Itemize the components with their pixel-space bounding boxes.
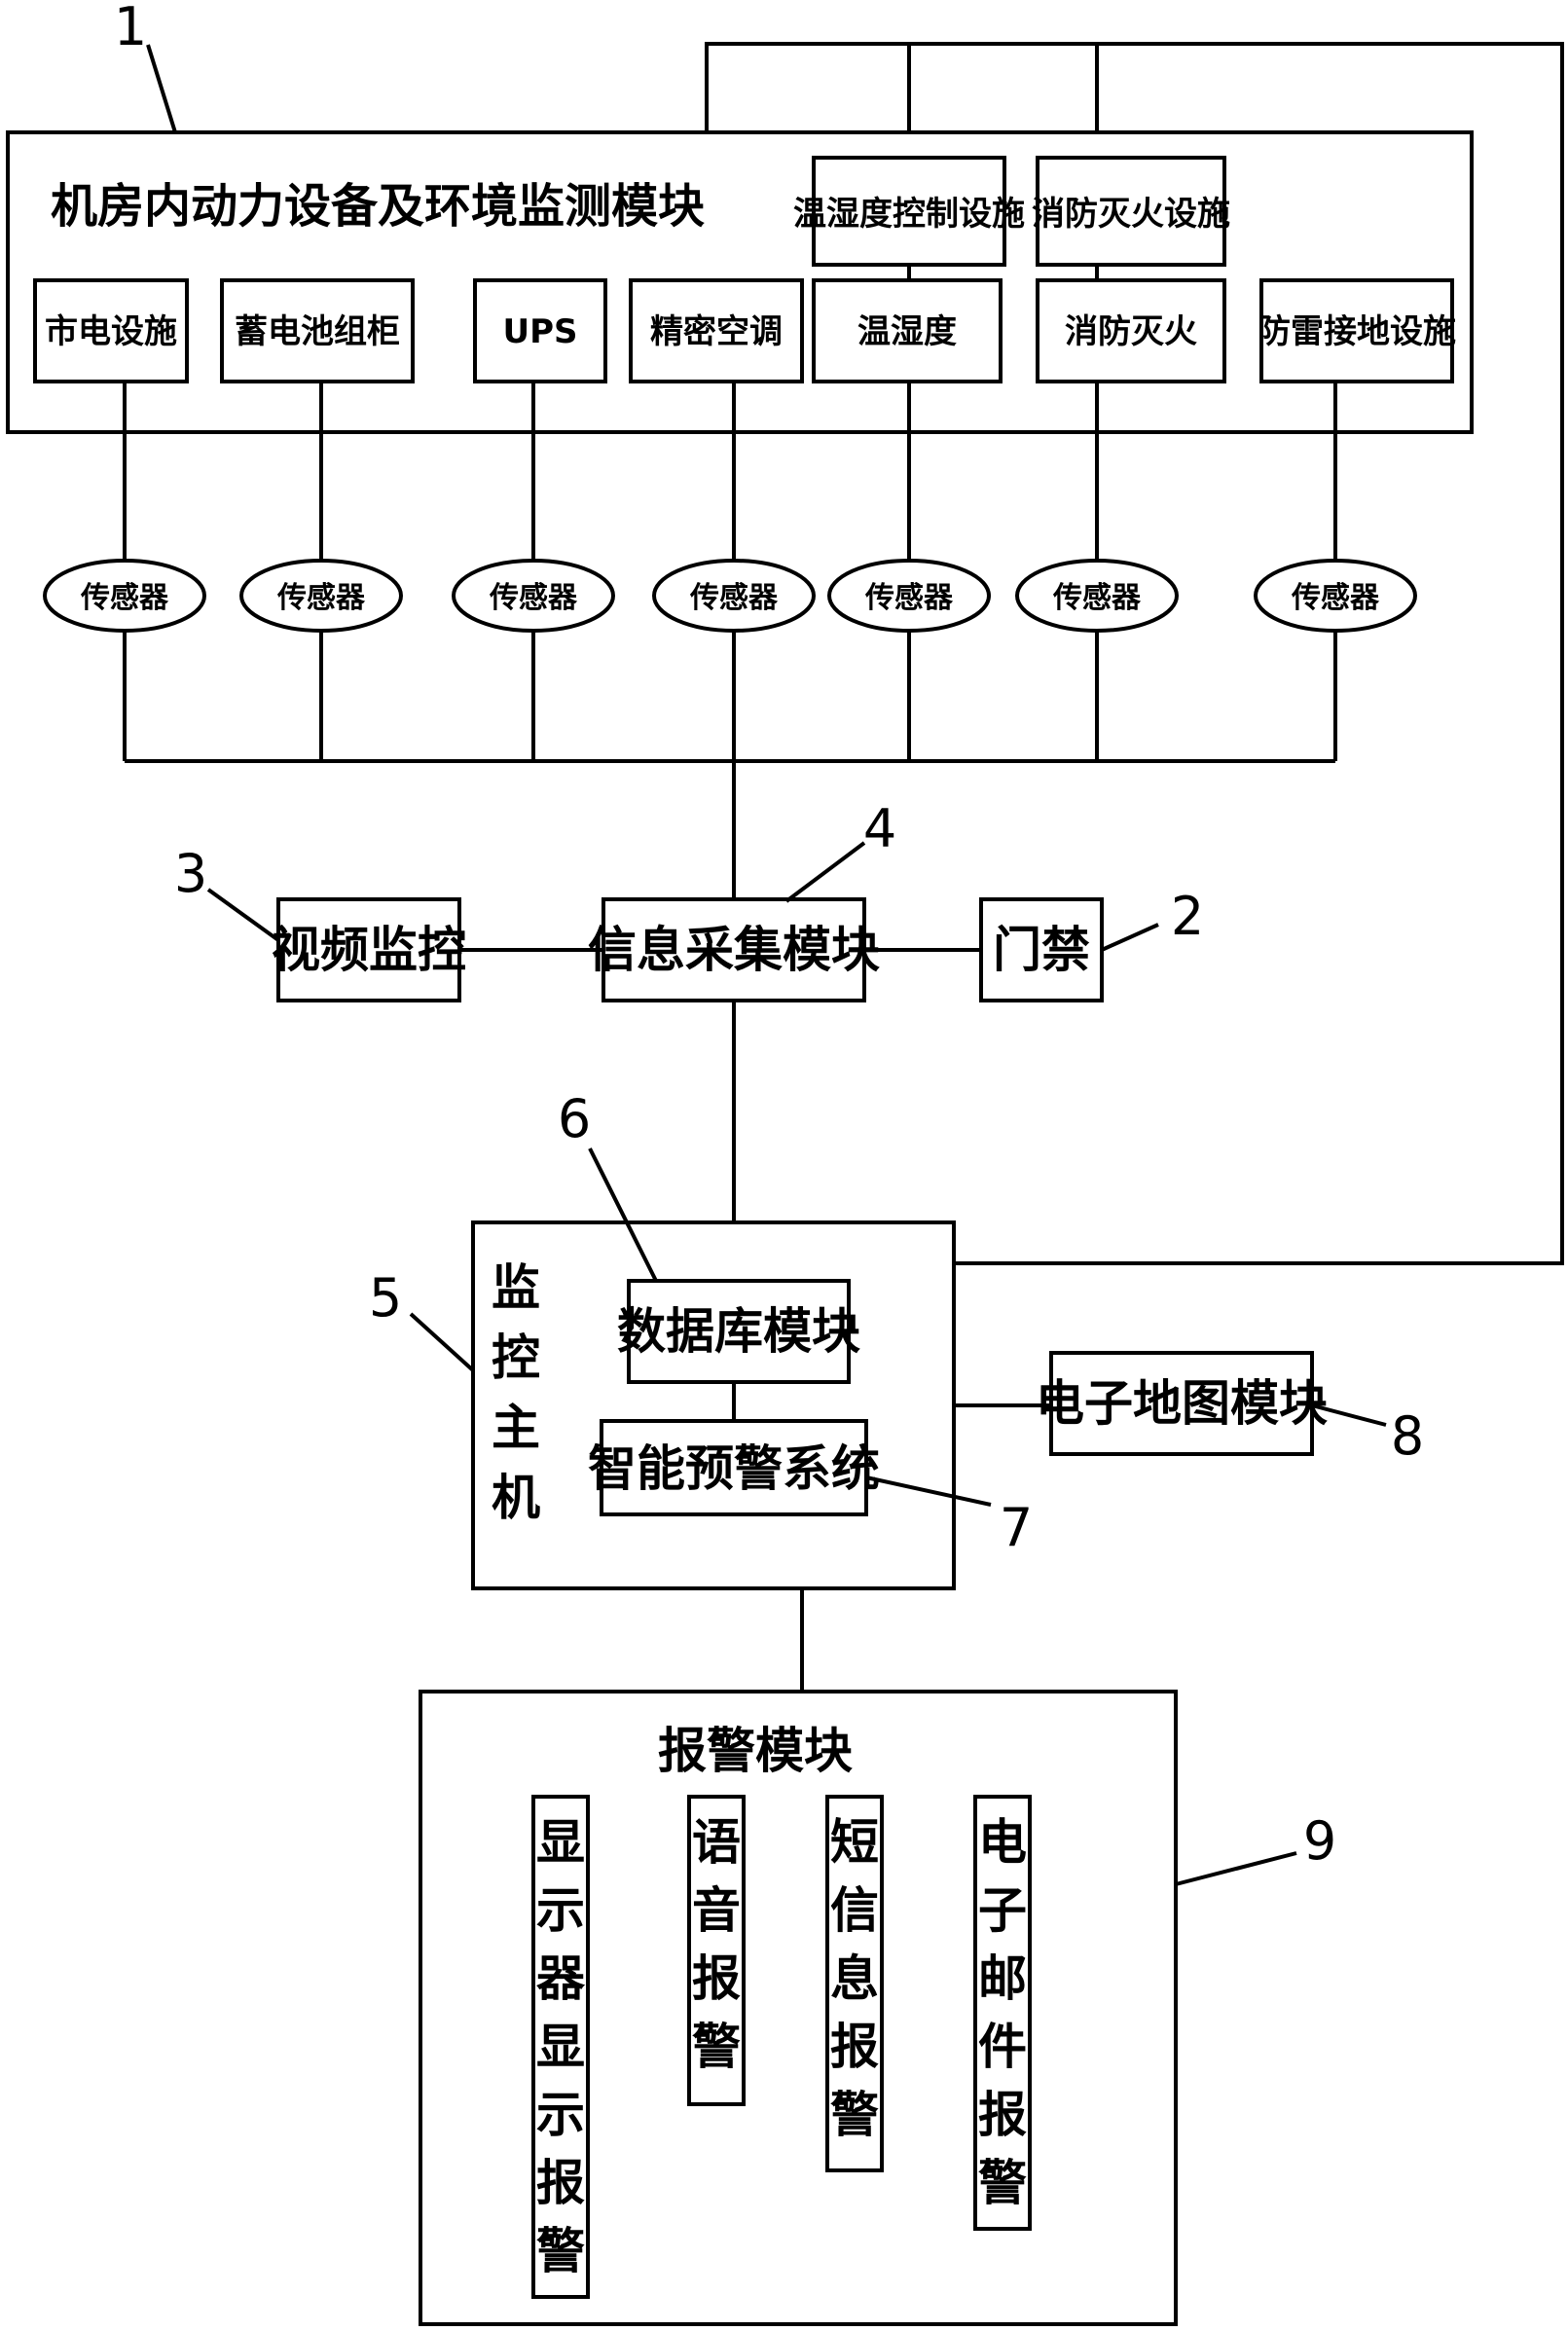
database-module-label: 数据库模块	[617, 1303, 860, 1360]
temp-humidity-label: 温湿度	[857, 312, 957, 351]
alarm-voice-column: 语 音 报 警	[687, 1795, 746, 2106]
svg-text:警: 警	[692, 2019, 741, 2075]
precision-ac-label: 精密空调	[650, 312, 783, 351]
sensor-1-label: 传感器	[80, 581, 169, 615]
battery-cabinet-label: 蓄电池组柜	[235, 312, 400, 351]
ups-label: UPS	[502, 312, 577, 351]
monitor-host-char-3: 主	[492, 1400, 540, 1456]
sensor-3-label: 传感器	[489, 581, 578, 615]
alarm-sms-column: 短 信 息 报 警	[825, 1795, 884, 2172]
fire-extinguish-box	[1036, 278, 1226, 383]
lightning-ground-box	[1259, 278, 1454, 383]
svg-text:报: 报	[536, 2155, 585, 2211]
sensor-4-label: 传感器	[689, 581, 779, 615]
warning-system-label: 智能预警系统	[588, 1440, 880, 1497]
sensor-6	[1015, 559, 1179, 633]
svg-text:警: 警	[536, 2223, 585, 2279]
mains-power-label: 市电设施	[45, 312, 177, 351]
sensor-1	[43, 559, 206, 633]
svg-text:器: 器	[536, 1950, 586, 2007]
alarm-display-column: 显 示 器 显 示 报 警	[531, 1795, 590, 2299]
database-module-box	[627, 1279, 851, 1384]
alarm-module-title: 报警模块	[658, 1723, 853, 1779]
svg-text:显: 显	[536, 1814, 585, 1871]
svg-text:短: 短	[830, 1814, 879, 1871]
video-monitor-label: 视频监控	[272, 922, 466, 978]
monitor-host-char-2: 控	[492, 1329, 540, 1386]
temp-humidity-control-box	[812, 156, 1006, 267]
svg-text:语: 语	[692, 1814, 741, 1871]
callout-1: 1	[114, 0, 147, 57]
sensor-6-label: 传感器	[1052, 581, 1142, 615]
svg-text:子: 子	[978, 1882, 1027, 1939]
callout-5: 5	[369, 1267, 402, 1329]
svg-text:信: 信	[830, 1882, 879, 1939]
lightning-ground-label: 防雷接地设施	[1258, 312, 1456, 351]
sensor-2-label: 传感器	[276, 581, 366, 615]
monitor-host-char-1: 监	[492, 1259, 540, 1316]
svg-text:显: 显	[536, 2019, 585, 2075]
info-collect-label: 信息采集模块	[588, 922, 880, 978]
ups-box	[473, 278, 607, 383]
callout-3: 3	[174, 843, 207, 904]
callout-8: 8	[1391, 1405, 1424, 1467]
monitor-host-box	[471, 1220, 956, 1590]
callout-7: 7	[1000, 1497, 1033, 1558]
sensor-7-label: 传感器	[1291, 581, 1380, 615]
svg-text:警: 警	[830, 2087, 879, 2143]
svg-text:报: 报	[978, 2087, 1027, 2143]
svg-text:报: 报	[692, 1950, 741, 2007]
sensors: 传感器 传感器 传感器 传感器 传感器 传感器 传感器	[43, 559, 1417, 633]
warning-system-box	[600, 1419, 868, 1516]
callout-9: 9	[1303, 1810, 1336, 1872]
temp-humidity-control-label: 温湿度控制设施	[793, 195, 1025, 234]
mains-power-box	[33, 278, 189, 383]
svg-text:警: 警	[978, 2155, 1027, 2211]
equipment-items: 市电设施 蓄电池组柜 UPS 精密空调 温湿度 消防灭火 防雷接地设施	[33, 278, 1456, 383]
fire-extinguish-label: 消防灭火	[1065, 312, 1197, 351]
svg-text:电: 电	[978, 1814, 1027, 1871]
precision-ac-box	[629, 278, 804, 383]
svg-text:示: 示	[536, 1882, 585, 1939]
callout-2: 2	[1171, 886, 1204, 947]
svg-text:息: 息	[830, 1950, 879, 2007]
alarm-email-column: 电 子 邮 件 报 警	[973, 1795, 1032, 2231]
sensor-lines	[123, 382, 1337, 763]
feedback-line	[705, 42, 1564, 1265]
power-env-module-title: 机房内动力设备及环境监测模块	[51, 179, 705, 234]
svg-text:邮: 邮	[978, 1950, 1027, 2007]
svg-text:音: 音	[692, 1882, 741, 1939]
monitor-host-char-4: 机	[492, 1470, 540, 1526]
callout-4: 4	[863, 798, 896, 859]
door-access-box	[979, 897, 1104, 1002]
info-collect-box	[602, 897, 866, 1002]
battery-cabinet-box	[220, 278, 415, 383]
fire-control-facility-label: 消防灭火设施	[1032, 195, 1230, 234]
emap-module-box	[1049, 1351, 1314, 1456]
door-access-label: 门禁	[993, 922, 1090, 978]
sensor-7	[1254, 559, 1417, 633]
svg-text:示: 示	[536, 2087, 585, 2143]
fire-control-facility-box	[1036, 156, 1226, 267]
sensor-5-label: 传感器	[864, 581, 954, 615]
svg-text:件: 件	[978, 2019, 1027, 2075]
sensor-4	[652, 559, 816, 633]
callout-leaders	[146, 44, 1387, 1886]
sensor-2	[239, 559, 403, 633]
sensor-5	[827, 559, 991, 633]
callout-6: 6	[558, 1088, 591, 1149]
temp-humidity-box	[812, 278, 1003, 383]
sensor-3	[452, 559, 615, 633]
emap-module-label: 电子地图模块	[1036, 1375, 1328, 1432]
svg-text:报: 报	[830, 2019, 879, 2075]
callout-numbers: 1 2 3 4 5 6 7 8 9	[114, 0, 1424, 1872]
